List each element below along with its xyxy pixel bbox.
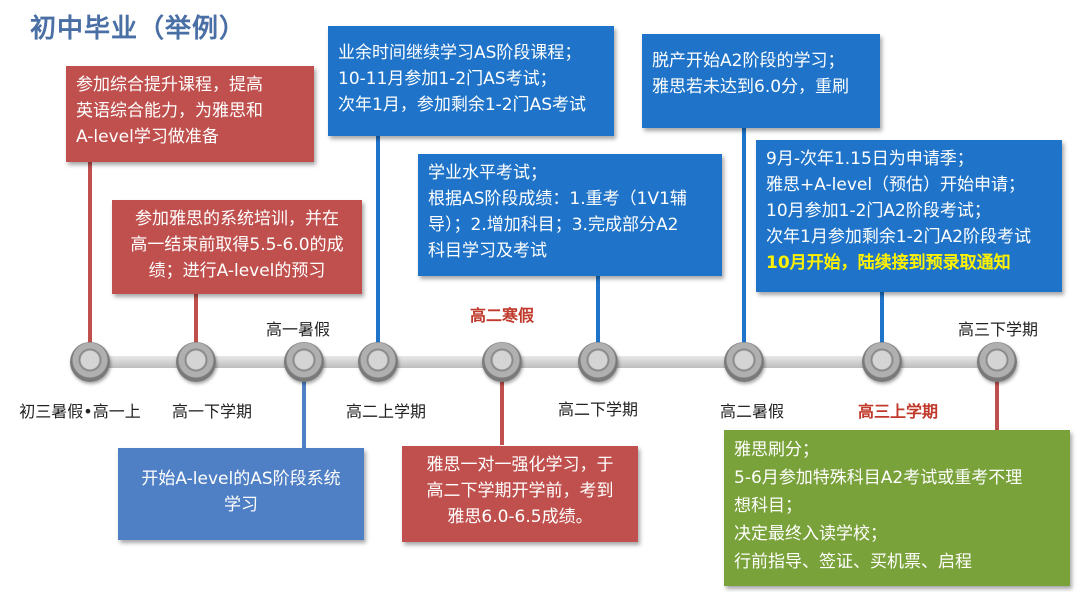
box-line: 脱产开始A2阶段的学习； [652, 51, 845, 71]
box-line: 根据AS阶段成绩：1.重考（1V1辅 [428, 189, 687, 209]
box-line: 决定最终入读学校； [734, 524, 887, 544]
connector-line [376, 134, 380, 350]
box-line: 学习 [224, 495, 258, 515]
timeline-node [578, 342, 618, 382]
box-line: 行前指导、签证、买机票、启程 [734, 552, 972, 572]
connector-line [302, 370, 306, 450]
timeline-node [176, 342, 216, 382]
connector-line [596, 274, 600, 350]
step-box-as-exams: 业余时间继续学习AS阶段课程； 10-11月参加1-2门AS考试； 次年1月，参… [328, 26, 614, 136]
box-line: 参加雅思的系统培训，并在 [135, 209, 339, 229]
page-title: 初中毕业（举例） [30, 14, 247, 44]
box-line: 10月参加1-2门A2阶段考试； [766, 201, 991, 221]
step-box-application: 9月-次年1.15日为申请季； 雅思+A-level（预估）开始申请； 10月参… [756, 140, 1062, 292]
box-line: 雅思刷分； [734, 440, 819, 460]
connector-line [742, 126, 746, 350]
box-line: 雅思若未达到6.0分，重刷 [652, 77, 850, 97]
box-line: 参加综合提升课程，提高 [76, 75, 263, 95]
timeline-point-label: 高三上学期 [857, 402, 939, 421]
box-line: 高一结束前取得5.5-6.0的成 [130, 235, 344, 255]
step-box-academic-test: 学业水平考试； 根据AS阶段成绩：1.重考（1V1辅 导）；2.增加科目；3.完… [418, 154, 722, 276]
connector-line [88, 160, 92, 350]
box-line: 业余时间继续学习AS阶段课程； [338, 43, 582, 63]
box-line: 5-6月参加特殊科目A2考试或重考不理 [734, 468, 1023, 488]
timeline-point-label: 高二寒假 [469, 306, 535, 325]
timeline-node [70, 342, 110, 382]
box-line: A-level学习做准备 [76, 127, 219, 147]
box-line: 10-11月参加1-2门AS考试； [338, 69, 557, 89]
timeline-point-label: 高二暑假 [719, 402, 785, 421]
box-line: 科目学习及考试 [428, 241, 547, 261]
box-line: 英语综合能力，为雅思和 [76, 101, 263, 121]
connector-line [995, 370, 999, 432]
timeline-node [284, 342, 324, 382]
timeline-point-label: 高二下学期 [557, 400, 639, 419]
box-line: 学业水平考试； [428, 163, 547, 183]
box-highlight-line: 10月开始，陆续接到预录取通知 [766, 253, 1011, 273]
timeline-node [977, 342, 1017, 382]
step-box-as-start: 开始A-level的AS阶段系统 学习 [118, 448, 364, 540]
step-box-prep-course: 参加综合提升课程，提高 英语综合能力，为雅思和 A-level学习做准备 [66, 66, 314, 162]
timeline-point-label: 高一下学期 [171, 402, 253, 421]
step-box-final: 雅思刷分； 5-6月参加特殊科目A2考试或重考不理 想科目； 决定最终入读学校；… [724, 430, 1070, 586]
box-line: 次年1月参加剩余1-2门A2阶段考试 [766, 227, 1032, 247]
box-line: 高二下学期开学前，考到 [426, 481, 614, 501]
connector-line [880, 290, 884, 350]
step-box-ielts-1on1: 雅思一对一强化学习，于 高二下学期开学前，考到 雅思6.0-6.5成绩。 [402, 446, 638, 542]
timeline-point-label: 初三暑假•高一上 [19, 402, 141, 421]
box-line: 绩；进行A-level的预习 [148, 261, 326, 281]
timeline-point-label: 高二上学期 [345, 402, 427, 421]
timeline-node [724, 342, 764, 382]
step-box-a2-start: 脱产开始A2阶段的学习； 雅思若未达到6.0分，重刷 [642, 34, 880, 128]
connector-line [194, 292, 198, 352]
box-line: 开始A-level的AS阶段系统 [141, 469, 341, 489]
connector-line [500, 370, 504, 445]
timeline-node [482, 342, 522, 382]
timeline-point-label: 高三下学期 [957, 320, 1039, 339]
timeline-node [862, 342, 902, 382]
box-line: 想科目； [734, 496, 802, 516]
box-line: 雅思6.0-6.5成绩。 [447, 507, 593, 527]
box-line: 雅思一对一强化学习，于 [426, 455, 614, 475]
timeline-node [358, 342, 398, 382]
timeline-point-label: 高一暑假 [265, 320, 331, 339]
box-line: 雅思+A-level（预估）开始申请； [766, 175, 1026, 195]
box-line: 导）；2.增加科目；3.完成部分A2 [428, 215, 679, 235]
box-line: 9月-次年1.15日为申请季； [766, 149, 974, 169]
box-line: 次年1月，参加剩余1-2门AS考试 [338, 95, 587, 115]
step-box-ielts-training: 参加雅思的系统培训，并在 高一结束前取得5.5-6.0的成 绩；进行A-leve… [112, 200, 362, 294]
